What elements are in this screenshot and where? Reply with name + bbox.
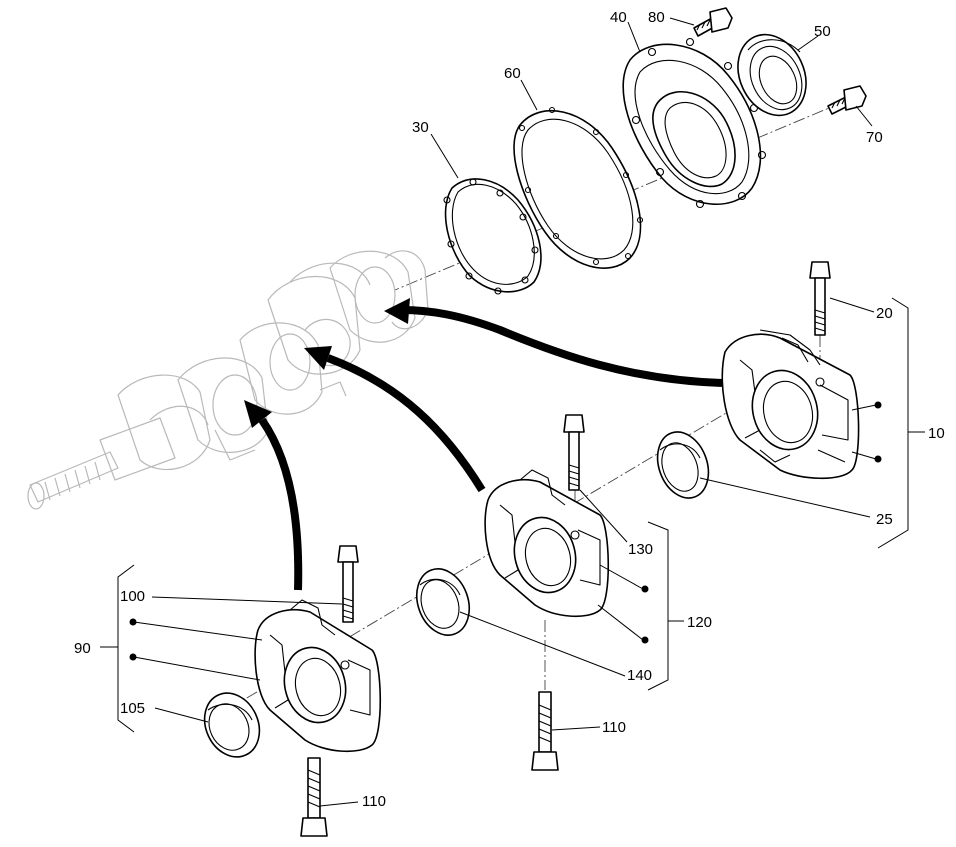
callout-105: 105 (120, 700, 145, 717)
callout-80: 80 (648, 9, 665, 26)
assembly-arrows (244, 298, 723, 591)
bearing-shell-105 (203, 692, 261, 758)
arrowhead-10 (384, 298, 410, 324)
arrow-bearing-120 (326, 354, 486, 493)
callout-60: 60 (504, 65, 521, 82)
bearing-shell-25 (656, 431, 710, 499)
bearing-shell-140 (415, 568, 471, 636)
bolt-110-left (300, 757, 328, 837)
callout-120: 120 (687, 614, 712, 631)
gasket-30 (443, 178, 542, 295)
bracket-10 (877, 297, 909, 549)
oil-seal-50 (737, 33, 807, 117)
bolt-110-middle (531, 691, 559, 771)
callout-90: 90 (74, 640, 91, 657)
arrowhead-90 (244, 400, 272, 428)
callout-30: 30 (412, 119, 429, 136)
callout-140: 140 (627, 667, 652, 684)
bearing-support-90 (254, 599, 382, 753)
bolt-130 (563, 414, 585, 491)
callout-25: 25 (876, 511, 893, 528)
arrow-bearing-10 (401, 306, 723, 387)
leader-lines (100, 17, 925, 807)
reference-dots (129, 401, 882, 661)
callout-100: 100 (120, 588, 145, 605)
arrowhead-120 (304, 346, 332, 370)
callout-110-middle: 110 (602, 719, 626, 736)
screw-70 (827, 85, 867, 115)
callout-40: 40 (610, 9, 627, 26)
bolt-20 (809, 261, 831, 336)
gasket-60 (513, 106, 644, 269)
crankshaft-ghost (27, 250, 429, 510)
callout-labels: 80 40 50 60 70 30 20 10 25 130 120 140 1… (74, 9, 945, 810)
callout-50: 50 (814, 23, 831, 40)
bracket-90 (117, 564, 135, 733)
bearing-support-10 (721, 329, 860, 480)
callout-130: 130 (628, 541, 653, 558)
callout-20: 20 (876, 305, 893, 322)
rear-cover-40 (622, 37, 767, 209)
bearing-support-120 (484, 469, 610, 618)
callout-110-left: 110 (362, 793, 386, 810)
arrow-bearing-90 (258, 417, 303, 591)
callout-10: 10 (928, 425, 945, 442)
screw-80 (693, 7, 733, 37)
bracket-120 (647, 521, 669, 691)
callout-70: 70 (866, 129, 883, 146)
bolt-100 (337, 545, 359, 623)
